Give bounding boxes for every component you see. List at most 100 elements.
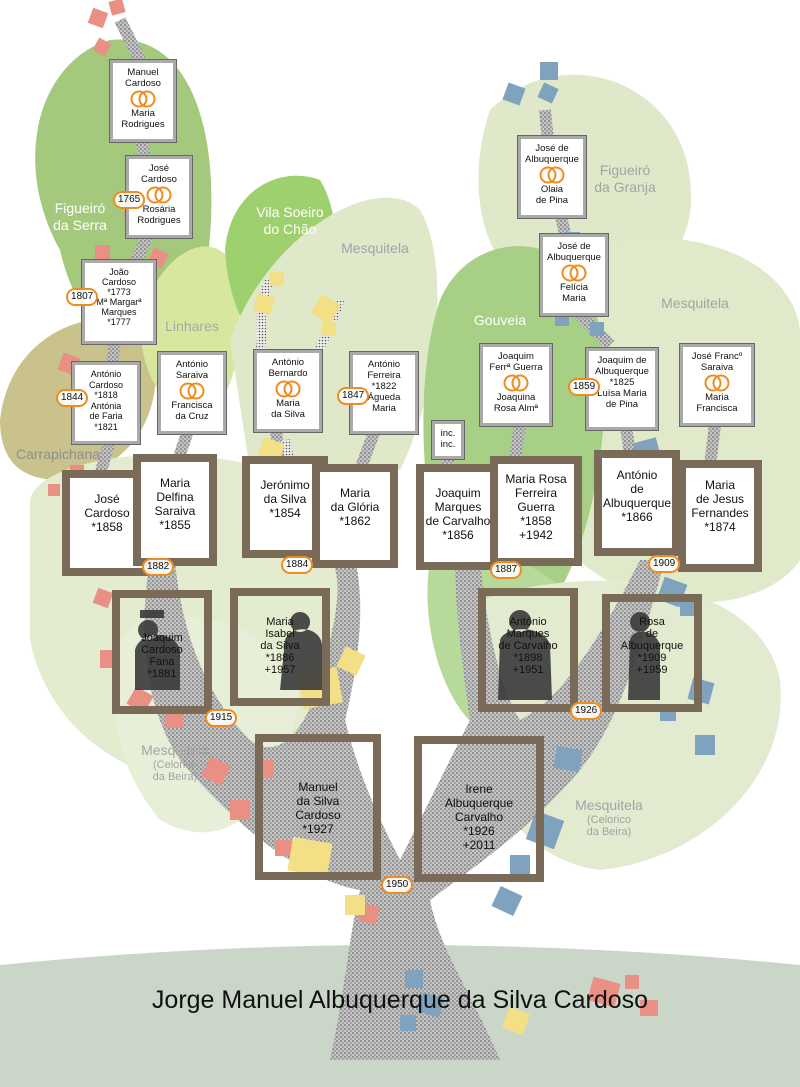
region-figueiro-serra: Figueiró da Serra — [40, 200, 120, 234]
birth-line: *1927 — [302, 822, 334, 836]
region-name: Figueiró — [54, 200, 106, 216]
birth-line: *1909 — [637, 652, 667, 664]
leaf-sq-b — [417, 992, 445, 1018]
region-mesquitela-right-low: Mesquitela (Celorico da Beira) — [564, 797, 654, 838]
marriage-rings-icon — [179, 382, 205, 400]
name-line: Cardoso — [125, 78, 161, 89]
marriage-rings-icon — [561, 264, 587, 282]
name-line: Rosa — [639, 616, 665, 628]
name-line: Delfina — [156, 490, 194, 504]
name-line: de Jesus — [695, 492, 745, 506]
name-line: Marques — [434, 500, 482, 514]
marriage-rings-icon — [503, 374, 529, 392]
marriage-year-badge: 1807 — [66, 288, 99, 306]
name-line: Joaquim — [498, 351, 534, 362]
death-line: +2011 — [462, 838, 496, 852]
marriage-year-badge: 1909 — [648, 555, 681, 573]
region-sub: (Celorico — [586, 814, 631, 826]
branch-light-1 — [255, 277, 275, 352]
leaf-sq — [625, 975, 639, 989]
leaf-sq-y — [345, 895, 365, 915]
marriage-year-badge: 1765 — [113, 191, 146, 209]
region-name: Mesquitela — [141, 742, 209, 758]
name-line: Ferreira — [367, 370, 401, 381]
region-name: Mesquitela — [341, 240, 409, 256]
birth-line: *1898 — [513, 652, 543, 664]
region-mesquitela-right: Mesquitela — [650, 295, 740, 312]
name-line: Maria — [266, 616, 294, 628]
birth-line: *1886 — [265, 652, 295, 664]
name-line: de Carvalho — [498, 640, 558, 652]
leaf-sq-y — [287, 836, 333, 878]
name-line: António — [90, 369, 122, 379]
couple-card-antonio-francisca: António Saraiva Francisca da Cruz — [157, 351, 227, 435]
leaf-sq — [87, 7, 109, 29]
silhouette-joaquim — [135, 610, 180, 690]
name-line: Fana — [149, 656, 175, 668]
name-line: Albuquerque — [444, 796, 514, 810]
branch-1 — [114, 17, 146, 63]
region-sub: da Beira) — [152, 771, 198, 783]
name-line: José de — [535, 143, 569, 154]
region-sub: da Serra — [53, 217, 107, 233]
branch-4 — [106, 339, 121, 366]
name-line: Joaquim — [435, 486, 481, 500]
name-line: de — [645, 628, 659, 640]
leaf-sq-b — [553, 745, 583, 773]
name-line: Cardoso — [88, 379, 124, 390]
couple-card-antonio-antonia: António Cardoso *1818 Antónia de Faria *… — [71, 361, 141, 445]
leaf-sq — [640, 1000, 658, 1016]
birth-line: *1858 — [520, 514, 552, 528]
region-vila-soeiro: Vila Soeiro do Chão — [245, 204, 335, 238]
couple-card-inc: inc. inc. — [431, 420, 465, 460]
name-line: Maria — [159, 476, 190, 490]
name-line: José Francº — [691, 351, 743, 362]
birth-line: *1773 — [107, 287, 131, 297]
leaf-sq-y — [336, 646, 366, 676]
name-line: Francisca — [171, 400, 213, 411]
person-card-antonio-albuquerque: António de Albuquerque *1866 — [594, 450, 680, 556]
name-line: da Silva — [271, 409, 305, 420]
name-line: Maria — [339, 486, 370, 500]
marriage-year-badge: 1950 — [381, 876, 414, 894]
name-line: Albuquerque — [547, 252, 601, 263]
leaf-sq-y — [501, 1006, 531, 1036]
name-line: João — [109, 267, 129, 277]
name-line: inc. — [440, 439, 456, 450]
birth-line: *1926 — [463, 824, 495, 838]
death-line: +1942 — [519, 528, 553, 542]
birth-line: *1856 — [442, 528, 474, 542]
name-line: António — [616, 468, 658, 482]
marriage-rings-icon — [130, 90, 156, 108]
silhouette-antonio — [498, 610, 552, 700]
leaf-sq — [587, 976, 621, 1008]
person-card-joaquim-fana: Joaquim Cardoso Fana *1881 — [112, 590, 212, 714]
name-line: Irene — [465, 782, 493, 796]
region-name: Linhares — [165, 318, 219, 334]
name-line: da Silva — [296, 794, 340, 808]
name-line: da Silva — [260, 640, 300, 652]
person-card-rosa-albuquerque: Rosa de Albuquerque *1909 +1959 — [602, 594, 702, 712]
name-line: Maria — [705, 392, 729, 403]
name-line: da Cruz — [175, 411, 209, 422]
name-line: Cardoso — [141, 644, 183, 656]
marriage-year-badge: 1882 — [142, 558, 175, 576]
birth-line: *1866 — [621, 510, 653, 524]
couple-card-jose-maria-francisca: José Francº Saraiva Maria Francisca — [679, 343, 755, 427]
name-line: José de — [557, 241, 591, 252]
birth-line: *1855 — [159, 518, 191, 532]
region-sub: da Granja — [594, 179, 656, 195]
name-line: de — [630, 482, 644, 496]
death-line: +1951 — [512, 664, 544, 676]
name-line: da Glória — [330, 500, 380, 514]
name-line: Carvalho — [454, 810, 504, 824]
leaf-sq-b — [680, 600, 696, 616]
birth-line: *1825 — [609, 377, 635, 388]
name-line: Ferrª Guerra — [489, 362, 543, 373]
leaf-sq-b — [400, 1015, 416, 1031]
name-line: Maria — [276, 398, 300, 409]
couple-card-antonio-maria: António Bernardo Maria da Silva — [253, 349, 323, 433]
page-title: Jorge Manuel Albuquerque da Silva Cardos… — [151, 986, 649, 1014]
leaf-sq-b — [525, 810, 565, 850]
marriage-year-badge: 1847 — [337, 387, 370, 405]
